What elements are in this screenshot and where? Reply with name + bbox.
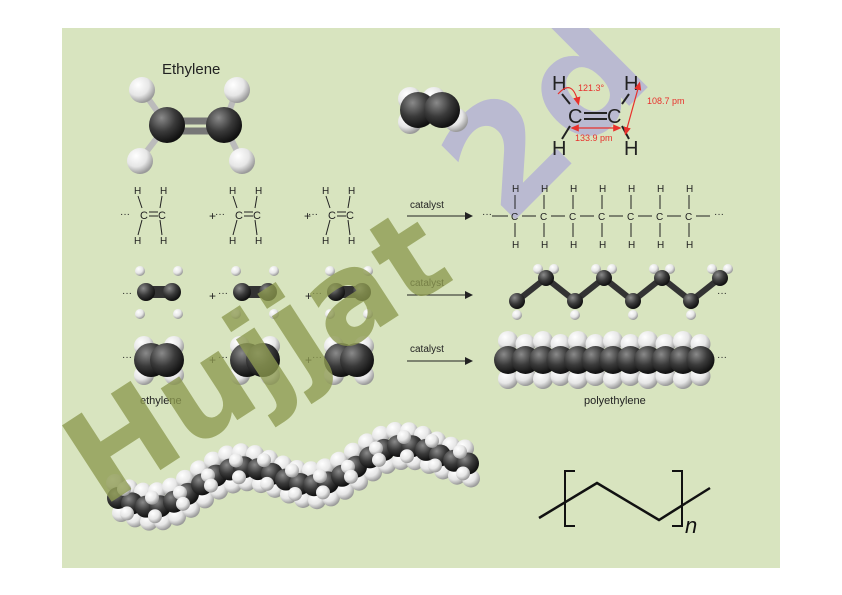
atom-h: H [686,240,693,251]
plus-sign: + [209,209,216,223]
ethylene-structure-annotated: H H C C H H 121.3° 108.7 pm 133.9 pm [552,73,685,160]
ethylene-ball-stick-model [127,77,255,174]
ch-bond-length-label: 108.7 pm [647,96,685,106]
atom-h: H [348,236,355,247]
atom-h: H [255,186,262,197]
atom-c: C [569,212,576,223]
ellipsis: ··· [482,209,492,220]
atom-h: H [255,236,262,247]
ellipsis: ··· [312,288,322,299]
ellipsis: ··· [122,288,132,299]
atom-c: C [158,210,166,222]
atom-h: H [552,73,566,95]
atom-c: C [656,212,663,223]
atom-c: C [253,210,261,222]
atom-c: C [568,106,582,128]
atom-h: H [541,184,548,195]
catalyst-label: catalyst [410,200,444,211]
atom-h: H [628,184,635,195]
atom-h: H [160,236,167,247]
atom-c: C [235,210,243,222]
atom-h: H [570,240,577,251]
atom-c: C [328,210,336,222]
polyethylene-label: polyethylene [584,395,646,407]
atom-c: C [685,212,692,223]
repeat-subscript-n: n [685,513,697,538]
ellipsis: ··· [218,288,228,299]
atom-h: H [552,138,566,160]
ellipsis: ··· [717,288,727,299]
plus-sign: + [305,289,312,303]
atom-h: H [512,240,519,251]
atom-c: C [540,212,547,223]
plus-sign: + [305,353,312,367]
polymer-chain-model [106,422,480,531]
catalyst-label: catalyst [410,278,444,289]
ellipsis: ··· [312,352,322,363]
atom-h: H [229,236,236,247]
atom-h: H [134,186,141,197]
atom-c: C [346,210,354,222]
atom-h: H [512,184,519,195]
atom-c: C [627,212,634,223]
atom-h: H [348,186,355,197]
catalyst-label: catalyst [410,344,444,355]
plus-sign: + [209,353,216,367]
atom-h: H [624,73,638,95]
bond-angle-label: 121.3° [578,83,605,93]
atom-c: C [511,212,518,223]
atom-c: C [607,106,621,128]
atom-h: H [628,240,635,251]
atom-h: H [229,186,236,197]
atom-h: H [570,184,577,195]
atom-h: H [541,240,548,251]
row-ball-stick: ···+···+···catalyst··· [122,264,733,320]
plus-sign: + [209,289,216,303]
row-space-fill: ···+···+···catalyst··· [122,331,727,389]
cc-bond-length-label: 133.9 pm [575,133,613,143]
ethylene-title: Ethylene [162,61,220,78]
ellipsis: ··· [122,352,132,363]
plus-sign: + [304,209,311,223]
atom-c: C [598,212,605,223]
atom-h: H [160,186,167,197]
ellipsis: ··· [714,209,724,220]
ellipsis: ··· [120,209,130,220]
slide: 2d Ethylene H H C C H H [62,28,780,568]
ellipsis: ··· [218,352,228,363]
atom-h: H [322,236,329,247]
atom-h: H [599,184,606,195]
ethylene-space-fill-model [398,87,468,134]
ethylene-label: ethylene [140,395,182,407]
ellipsis: ··· [308,209,318,220]
atom-h: H [657,184,664,195]
atom-h: H [686,184,693,195]
diagram: 2d Ethylene H H C C H H [62,28,733,538]
atom-c: C [140,210,148,222]
ellipsis: ··· [215,209,225,220]
atom-h: H [624,138,638,160]
atom-h: H [322,186,329,197]
skeletal-formula: n [538,470,711,538]
atom-h: H [657,240,664,251]
ellipsis: ··· [717,352,727,363]
atom-h: H [134,236,141,247]
atom-h: H [599,240,606,251]
